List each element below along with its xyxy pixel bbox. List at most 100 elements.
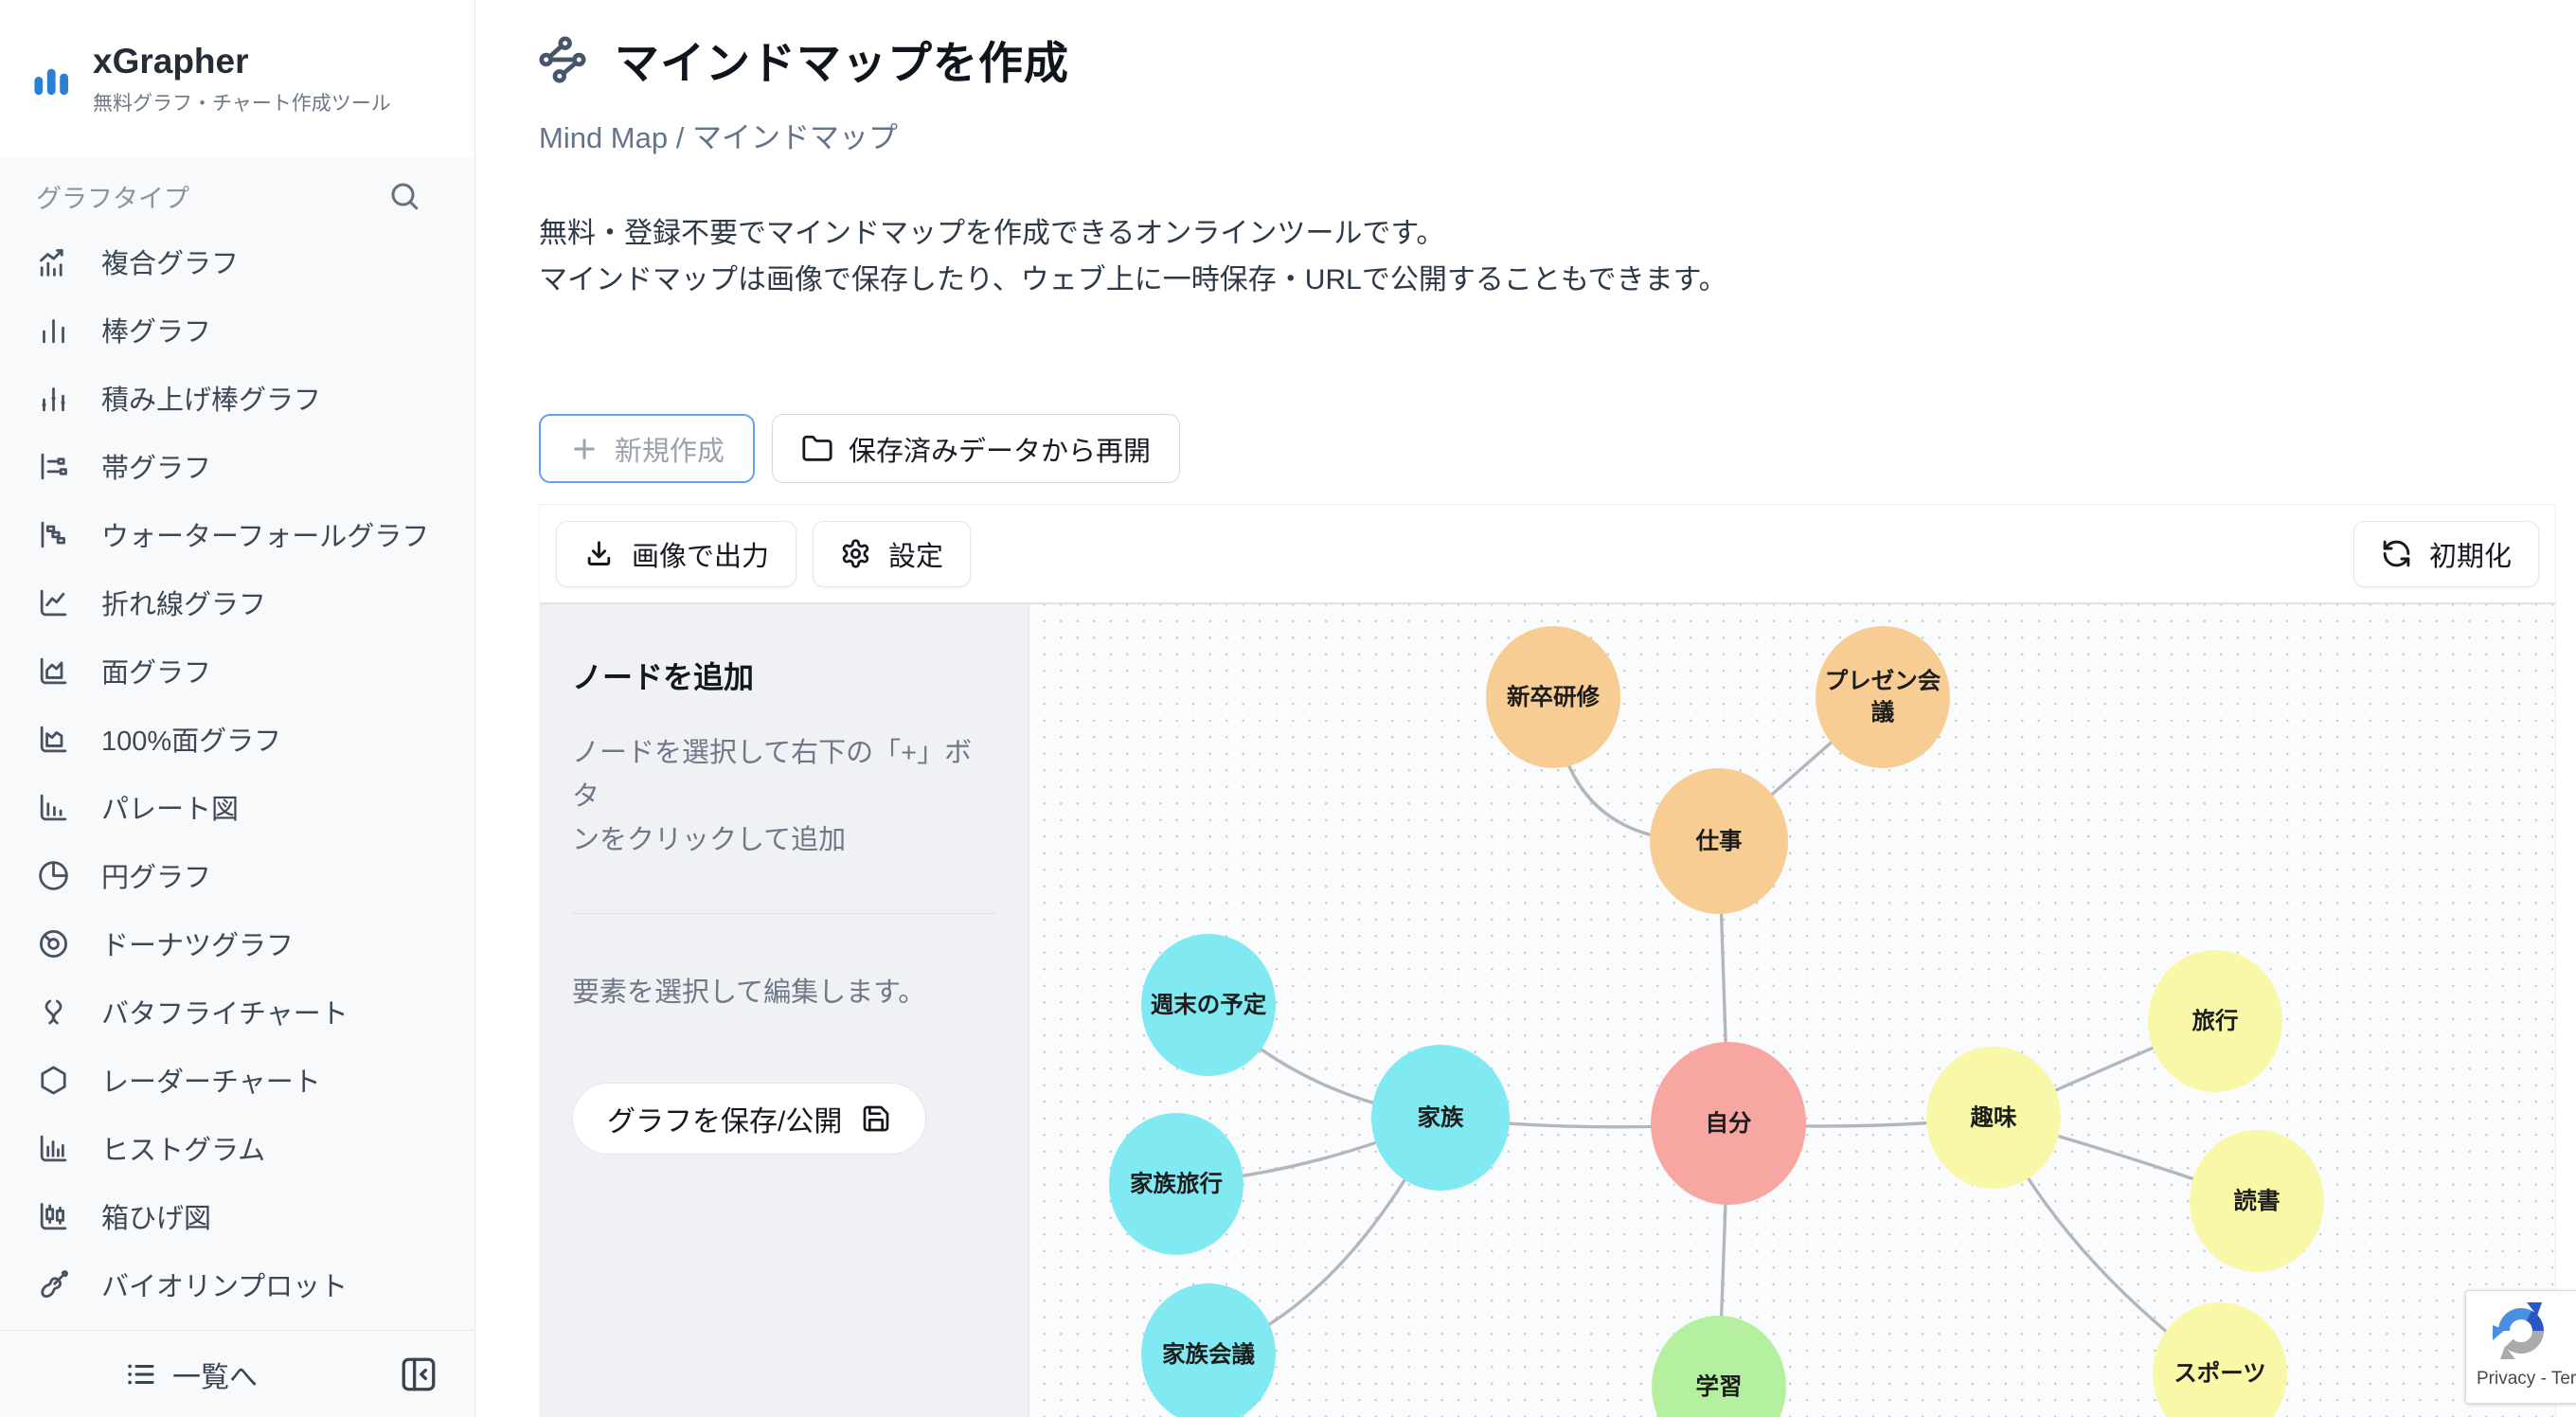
sidebar-item-pie-chart[interactable]: 円グラフ <box>0 841 474 909</box>
chart-type-header: グラフタイプ <box>0 157 474 235</box>
sidebar-item-stacked-bar-chart[interactable]: 積み上げ棒グラフ <box>0 364 474 432</box>
to-list-link[interactable]: 一覧へ <box>125 1354 258 1395</box>
sidebar-item-pareto-chart[interactable]: パレート図 <box>0 773 474 841</box>
sidebar-item-area-chart[interactable]: 面グラフ <box>0 637 474 705</box>
pareto-chart-icon <box>40 794 67 820</box>
logo-title: xGrapher <box>93 41 249 81</box>
line-chart-icon <box>40 589 67 616</box>
sidebar-item-label: パレート図 <box>101 795 240 825</box>
sidebar-item-label: 100%面グラフ <box>101 726 282 757</box>
sidebar-item-label: バタフライチャート <box>101 999 349 1030</box>
violin-plot-icon <box>41 1269 68 1298</box>
node-panel: ノードを追加 ノードを選択して右下の「+」ボタ ンをクリックして追加 要素を選択… <box>540 604 1029 1417</box>
mindmap-node[interactable]: 旅行 <box>2148 950 2282 1092</box>
new-create-label: 新規作成 <box>615 436 725 467</box>
mindmap-node[interactable]: 家族会議 <box>1141 1283 1276 1417</box>
mindmap-node[interactable]: 週末の予定 <box>1141 934 1276 1076</box>
resume-saved-button[interactable]: 保存済みデータから再開 <box>772 414 1181 483</box>
recaptcha-privacy-terms[interactable]: Privacy - Terms <box>2477 1369 2576 1389</box>
sidebar-item-label: 積み上げ棒グラフ <box>101 386 322 416</box>
radar-chart-icon <box>41 1066 66 1094</box>
waterfall-chart-icon <box>41 521 65 547</box>
settings-button[interactable]: 設定 <box>813 520 972 587</box>
mode-buttons: 新規作成 保存済みデータから再開 <box>539 414 1181 483</box>
plus-icon <box>574 438 595 459</box>
sidebar-item-violin-plot[interactable]: バイオリンプロット <box>0 1250 474 1318</box>
sidebar-item-label: 円グラフ <box>101 863 212 893</box>
mindmap-node-label: 学習 <box>1695 1373 1743 1400</box>
mindmap-canvas[interactable]: 新卒研修 プレゼン会議仕事週末の予定家族家族旅行家族会議 自分 趣味旅行読書スポーツ 学… <box>1029 604 2555 1417</box>
logo[interactable]: xGrapher 無料グラフ・チャート作成ツール <box>0 0 474 157</box>
sidebar-item-line-chart[interactable]: 折れ線グラフ <box>0 568 474 637</box>
search-icon[interactable] <box>387 179 421 213</box>
refresh-icon <box>2383 540 2410 567</box>
chart-type-section-label: グラフタイプ <box>36 184 189 213</box>
mindmap-node[interactable]: 新卒研修 <box>1486 626 1620 768</box>
combo-chart-icon <box>40 248 63 277</box>
mindmap-waypoints-icon <box>539 35 586 83</box>
new-create-button[interactable]: 新規作成 <box>539 414 756 483</box>
sidebar: xGrapher 無料グラフ・チャート作成ツール グラフタイプ 複合グラフ棒グラ… <box>0 0 475 1417</box>
logo-bar-chart-icon <box>34 68 68 96</box>
mindmap-node[interactable]: 仕事 <box>1650 768 1788 914</box>
sidebar-item-box-plot[interactable]: 箱ひげ図 <box>0 1182 474 1250</box>
recaptcha-logo-icon <box>2493 1302 2545 1359</box>
export-image-label: 画像で出力 <box>632 541 770 572</box>
sidebar-footer: 一覧へ <box>0 1330 474 1417</box>
main-content: マインドマップを作成 Mind Map / マインドマップ 無料・登録不要でマイ… <box>476 0 2576 1417</box>
editor-toolbar: 画像で出力 設定 初期化 <box>540 505 2555 602</box>
mindmap-node[interactable]: 趣味 <box>1926 1047 2061 1189</box>
editor-body: ノードを追加 ノードを選択して右下の「+」ボタ ンをクリックして追加 要素を選択… <box>540 602 2555 1417</box>
sidebar-item-combo-chart[interactable]: 複合グラフ <box>0 227 474 296</box>
collapse-sidebar-button[interactable] <box>397 1354 440 1397</box>
mindmap-node[interactable]: 自分 <box>1651 1042 1806 1205</box>
pie-chart-icon <box>39 860 68 890</box>
export-image-button[interactable]: 画像で出力 <box>556 520 797 587</box>
mindmap-node[interactable]: スポーツ <box>2153 1302 2287 1417</box>
sidebar-item-label: 複合グラフ <box>101 249 240 279</box>
sidebar-item-label: レーダーチャート <box>101 1067 321 1098</box>
breadcrumb[interactable]: Mind Map / マインドマップ <box>539 121 898 154</box>
mindmap-node[interactable]: 家族 <box>1371 1045 1510 1191</box>
mindmap-node-label: 読書 <box>2233 1188 2281 1214</box>
stacked-bar-chart-icon <box>42 386 65 411</box>
reset-label: 初期化 <box>2428 541 2512 572</box>
editor-workspace: 画像で出力 設定 初期化 <box>539 504 2556 1417</box>
download-icon <box>587 541 611 565</box>
mindmap-node-label: スポーツ <box>2174 1360 2266 1387</box>
box-plot-icon <box>40 1202 67 1229</box>
sidebar-item-waterfall-chart[interactable]: ウォーターフォールグラフ <box>0 500 474 568</box>
edit-hint: 要素を選択して編集します。 <box>572 978 926 1008</box>
sidebar-item-label: ウォーターフォールグラフ <box>101 522 430 552</box>
area-100-chart-icon <box>40 726 67 752</box>
page-title: マインドマップを作成 <box>615 38 1069 88</box>
sidebar-item-butterfly-chart[interactable]: バタフライチャート <box>0 978 474 1046</box>
sidebar-item-radar-chart[interactable]: レーダーチャート <box>0 1046 474 1114</box>
sidebar-item-label: ドーナツグラフ <box>101 931 295 961</box>
mindmap-node[interactable]: 家族旅行 <box>1109 1113 1243 1255</box>
chart-type-list: 複合グラフ棒グラフ積み上げ棒グラフ帯グラフウォーターフォールグラフ折れ線グラフ面… <box>0 227 474 1322</box>
logo-text: xGrapher 無料グラフ・チャート作成ツール <box>93 42 391 117</box>
mindmap-node-label: 週末の予定 <box>1150 992 1267 1018</box>
sidebar-item-area-100-chart[interactable]: 100%面グラフ <box>0 705 474 773</box>
sidebar-item-bar-chart[interactable]: 棒グラフ <box>0 296 474 364</box>
mindmap-node-label: 家族会議 <box>1162 1341 1255 1368</box>
sidebar-item-band-chart[interactable]: 帯グラフ <box>0 432 474 500</box>
panel-divider <box>572 913 996 914</box>
save-publish-button[interactable]: グラフを保存/公開 <box>572 1083 927 1155</box>
mindmap-node[interactable]: 読書 <box>2190 1130 2324 1272</box>
histogram-icon <box>40 1135 67 1161</box>
toolbar-left-group: 画像で出力 設定 <box>556 520 972 587</box>
page-header: マインドマップを作成 <box>537 27 1069 92</box>
mindmap-node-label: 自分 <box>1705 1110 1752 1137</box>
mindmap-node-label: プレゼン会議 <box>1824 669 1941 726</box>
reset-button[interactable]: 初期化 <box>2352 520 2539 587</box>
sidebar-item-donut-chart[interactable]: ドーナツグラフ <box>0 909 474 978</box>
list-icon <box>128 1364 154 1384</box>
mindmap-node[interactable]: プレゼン会議 <box>1816 626 1950 768</box>
sidebar-item-label: 面グラフ <box>101 658 212 689</box>
sidebar-item-histogram[interactable]: ヒストグラム <box>0 1114 474 1182</box>
recaptcha-badge[interactable]: Privacy - Terms <box>2465 1290 2576 1404</box>
settings-label: 設定 <box>888 541 944 572</box>
panel-heading: ノードを追加 <box>572 660 755 694</box>
